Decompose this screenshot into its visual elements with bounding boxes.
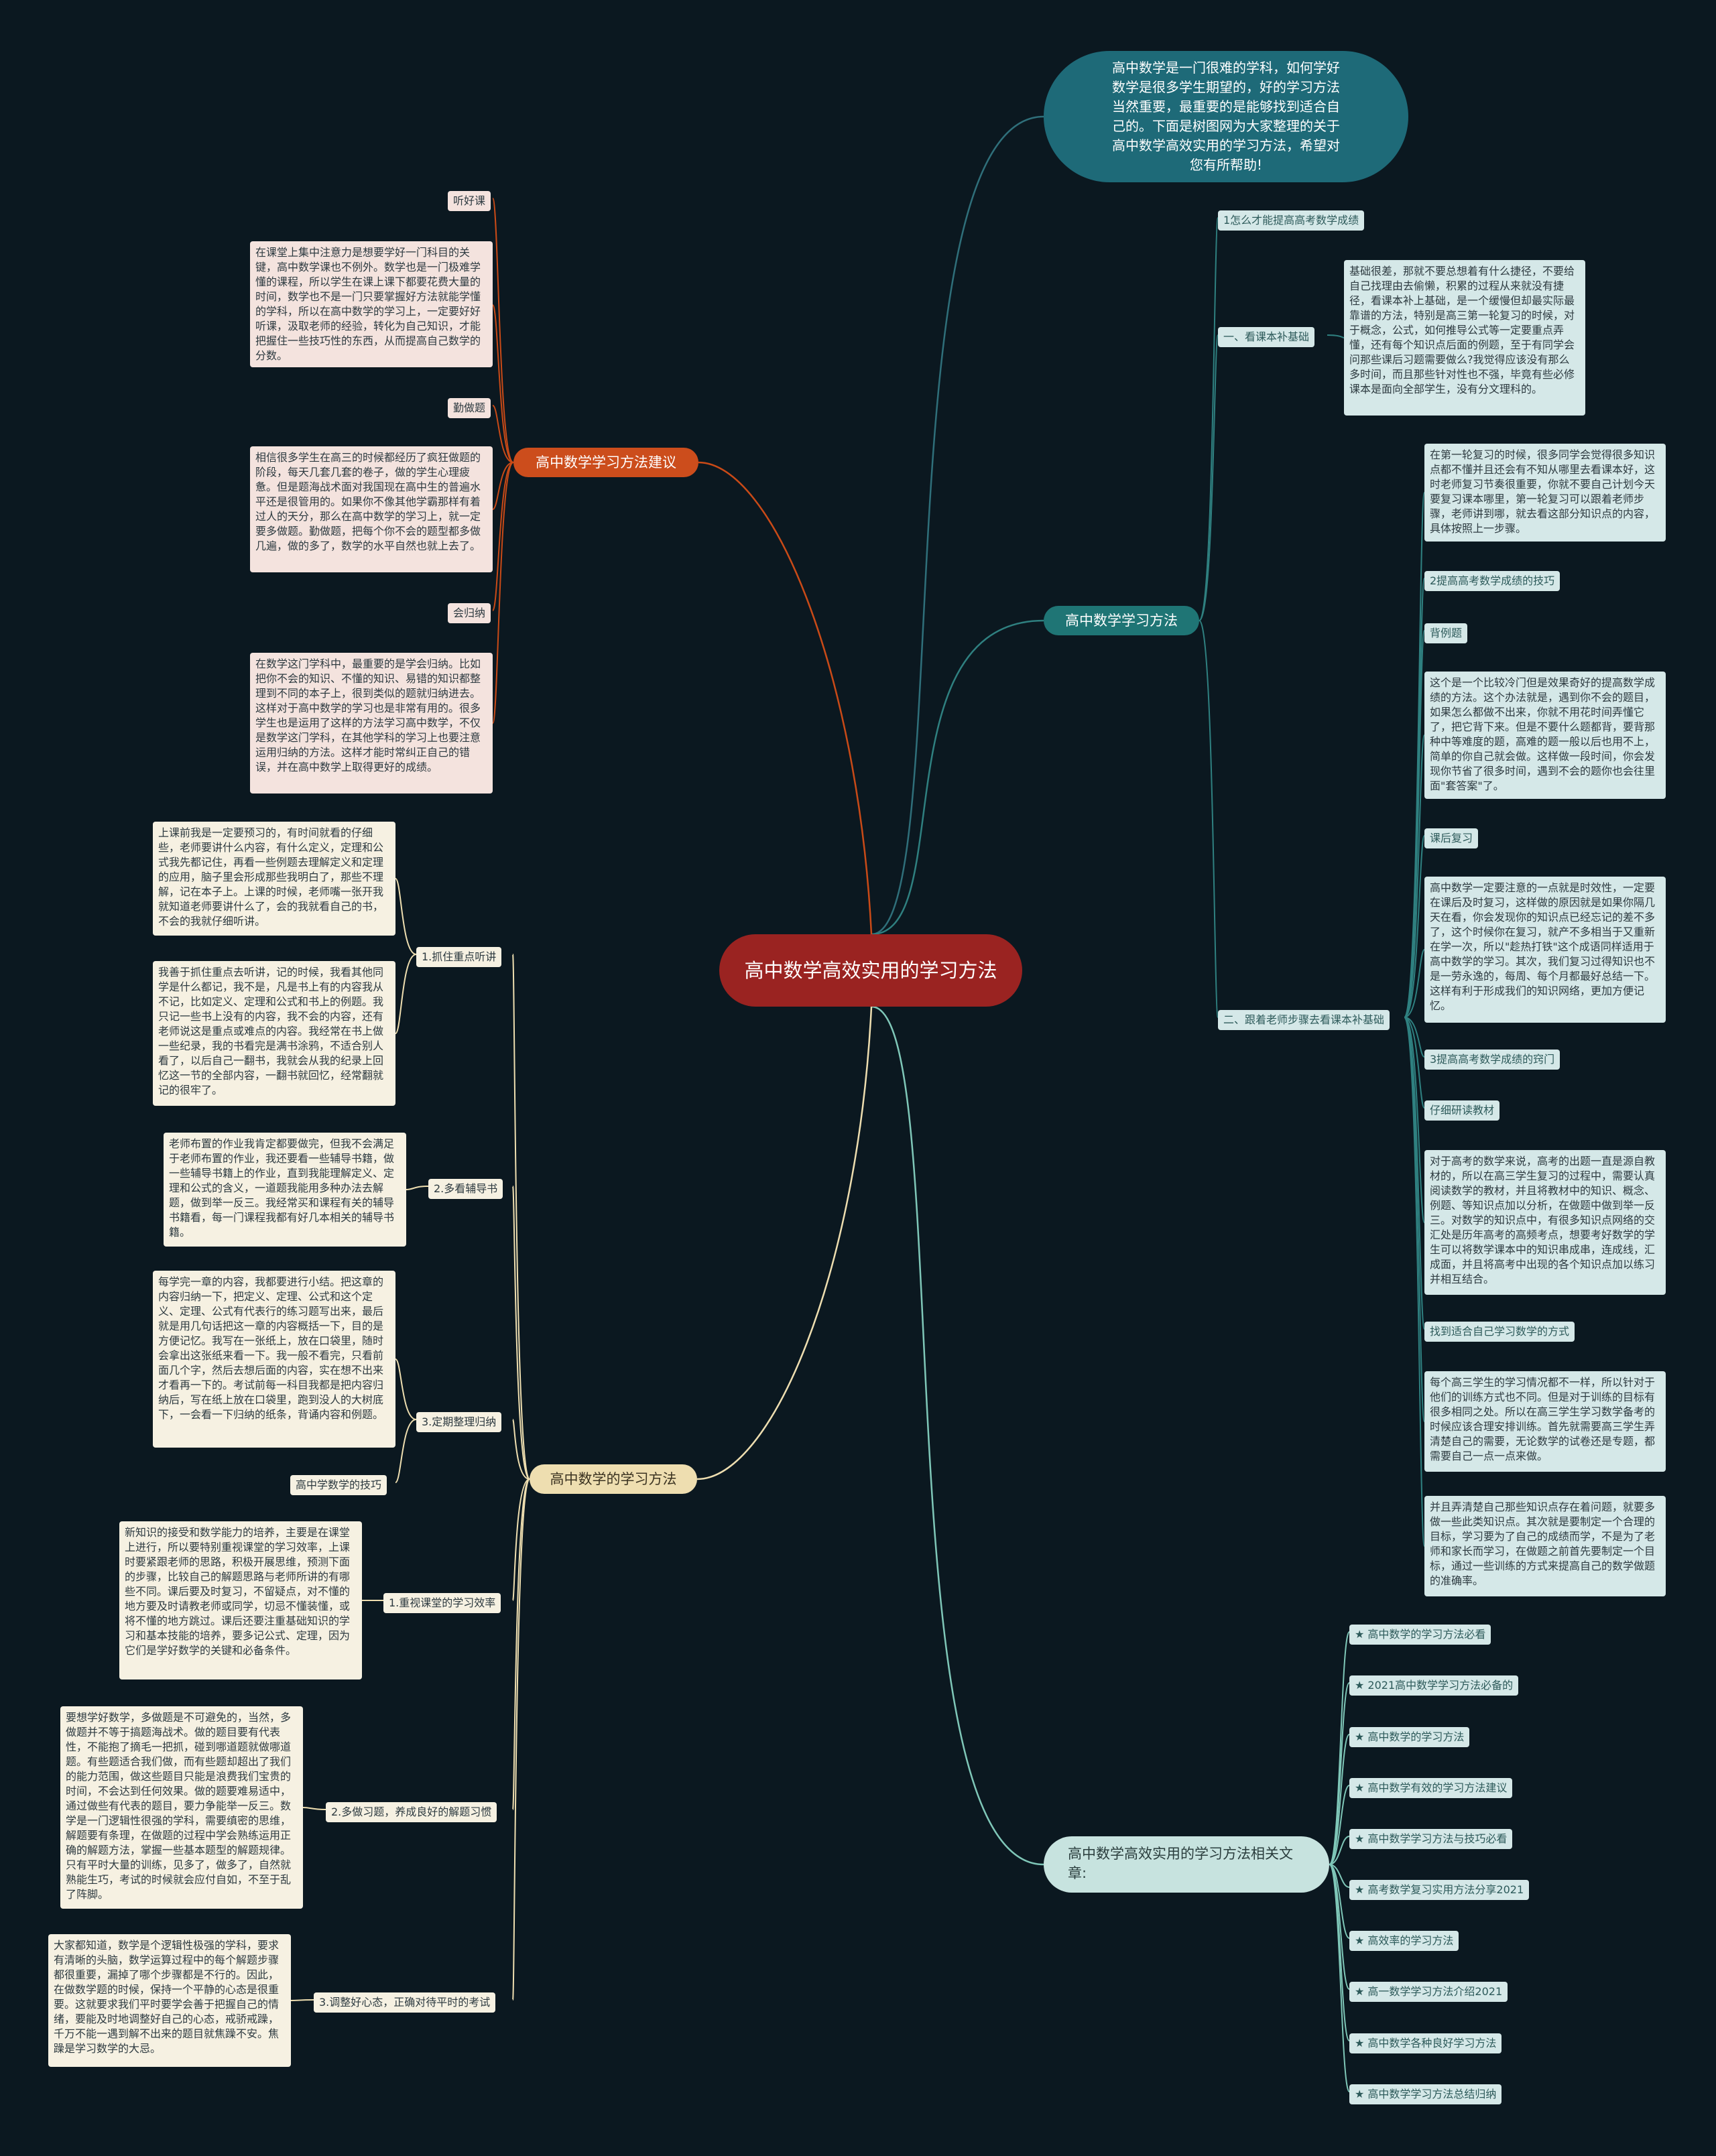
- text-textbook: 基础很差，那就不要总想着有什么捷径，不要给自己找理由去偷懒，积累的过程从来就没有…: [1344, 260, 1585, 416]
- connector-line: [512, 1186, 530, 1480]
- connector-line: [492, 405, 514, 463]
- connector-line: [1199, 620, 1219, 1018]
- connector-line: [1404, 835, 1425, 1018]
- text-key-points: 我善于抓住重点去听讲，记的时候，我看其他同学是什么都记，我不是，凡是书上有的内容…: [153, 961, 395, 1106]
- label-after-class-review[interactable]: 课后复习: [1424, 828, 1479, 848]
- connector-line: [1404, 735, 1425, 1018]
- connector-line: [406, 1186, 429, 1190]
- connector-line: [512, 1419, 530, 1480]
- label-math-skills[interactable]: 高中学数学的技巧: [290, 1475, 387, 1495]
- text-after-class-review: 高中数学一定要注意的一点就是时效性，一定要在课后及时复习，这样做的原因就是如果你…: [1424, 877, 1666, 1023]
- related-link-5[interactable]: ★ 高中数学学习方法与技巧必看: [1349, 1829, 1513, 1849]
- connector-line: [512, 1478, 530, 1810]
- text-mindset: 大家都知道，数学是个逻辑性极强的学科，要求有清晰的头脑，数学运算过程中的每个解题…: [48, 1934, 291, 2067]
- root-topic[interactable]: 高中数学高效实用的学习方法: [719, 934, 1022, 1007]
- connector-line: [1404, 949, 1425, 1018]
- text-find-method: 每个高三学生的学习情况都不一样，所以针对于他们的训练方式也不同。但是对于训练的目…: [1424, 1371, 1666, 1472]
- connector-line: [1404, 1017, 1425, 1223]
- label-periodic-summary[interactable]: 3.定期整理归纳: [416, 1412, 502, 1432]
- label-textbook[interactable]: 一、看课本补基础: [1218, 327, 1315, 347]
- connector-line: [512, 954, 530, 1480]
- connector-line: [1199, 334, 1219, 621]
- connector-line: [492, 304, 514, 463]
- intro-text: 高中数学是一门很难的学科，如何学好数学是很多学生期望的，好的学习方法当然重要，最…: [1112, 60, 1340, 173]
- text-set-goal: 并且弄清楚自己那些知识点存在着问题，就要多做一些此类知识点。其次就是要制定一个合…: [1424, 1496, 1666, 1596]
- connector-line: [1404, 1017, 1425, 1547]
- related-link-7[interactable]: ★ 高效率的学习方法: [1349, 1931, 1459, 1951]
- text-read-textbook: 对于高考的数学来说，高考的出题一直是源自教材的，所以在高三学生复习的过程中，需要…: [1424, 1150, 1666, 1295]
- connector-line: [1199, 217, 1219, 621]
- label-tips-2[interactable]: 2提高高考数学成绩的技巧: [1424, 571, 1560, 591]
- connector-line: [302, 1807, 326, 1810]
- connector-line: [395, 1419, 417, 1483]
- connector-line: [1404, 630, 1425, 1018]
- connector-line: [871, 619, 1044, 936]
- related-link-8[interactable]: ★ 高一数学学习方法介绍2021: [1349, 1982, 1508, 2002]
- related-link-9[interactable]: ★ 高中数学各种良好学习方法: [1349, 2033, 1502, 2053]
- related-link-10[interactable]: ★ 高中数学学习方法总结归纳: [1349, 2084, 1502, 2104]
- related-link-2[interactable]: ★ 2021高中数学学习方法必备的: [1349, 1675, 1519, 1696]
- label-follow-teacher[interactable]: 二、跟着老师步骤去看课本补基础: [1218, 1010, 1390, 1030]
- connector-line: [1327, 334, 1345, 338]
- related-link-3[interactable]: ★ 高中数学的学习方法: [1349, 1727, 1470, 1747]
- connector-line: [1329, 1785, 1350, 1865]
- text-periodic-summary: 每学完一章的内容，我都要进行小结。把这章的内容归纳一下，把定义、定理、公式和这个…: [153, 1271, 395, 1448]
- label-listen[interactable]: 听好课: [448, 191, 491, 211]
- connector-line: [512, 1478, 530, 2001]
- text-reference-books: 老师布置的作业我肯定都要做完，但我不会满足于老师布置的作业，我还要看一些辅导书籍…: [164, 1133, 406, 1247]
- connector-line: [492, 198, 514, 463]
- connector-line: [1404, 1017, 1425, 1422]
- related-link-4[interactable]: ★ 高中数学有效的学习方法建议: [1349, 1778, 1513, 1798]
- label-memorize-examples[interactable]: 背例题: [1424, 623, 1468, 643]
- connector-line: [395, 1358, 417, 1420]
- connector-line: [492, 462, 514, 611]
- label-practice-habits[interactable]: 2.多做习题，养成良好的解题习惯: [326, 1802, 497, 1822]
- label-mindset[interactable]: 3.调整好心态，正确对待平时的考试: [314, 1992, 496, 2013]
- label-class-efficiency[interactable]: 1.重视课堂的学习效率: [383, 1593, 501, 1613]
- connector-line: [871, 1005, 1044, 1866]
- connector-line: [395, 954, 417, 1034]
- text-class-efficiency: 新知识的接受和数学能力的培养，主要是在课堂上进行，所以要特别重视课堂的学习效率，…: [119, 1521, 362, 1679]
- label-reference-books[interactable]: 2.多看辅导书: [428, 1179, 503, 1199]
- root-title: 高中数学高效实用的学习方法: [744, 959, 997, 982]
- label-q1[interactable]: 1怎么才能提高高考数学成绩: [1218, 210, 1365, 231]
- connector-line: [1404, 1017, 1425, 1058]
- text-memorize-examples: 这个是一个比较冷门但是效果奇好的提高数学成绩的方法。这个办法就是，遇到你不会的题…: [1424, 672, 1666, 799]
- branch-study-tips[interactable]: 高中数学学习方法建议: [513, 448, 698, 477]
- connector-line: [1404, 1017, 1425, 1108]
- label-summarize[interactable]: 会归纳: [448, 603, 491, 623]
- connector-line: [492, 462, 514, 510]
- label-focus-listening[interactable]: 1.抓住重点听讲: [416, 947, 502, 967]
- intro-bubble[interactable]: 高中数学是一门很难的学科，如何学好数学是很多学生期望的，好的学习方法当然重要，最…: [1044, 51, 1408, 182]
- connector-line: [696, 1006, 873, 1480]
- connector-line: [1329, 1682, 1350, 1865]
- text-practice-habits: 要想学好数学，多做题是不可避免的，当然，多做题并不等于搞题海战术。做的题目要有代…: [60, 1706, 303, 1909]
- label-practice[interactable]: 勤做题: [448, 398, 491, 418]
- related-link-6[interactable]: ★ 高考数学复习实用方法分享2021: [1349, 1880, 1530, 1900]
- connector-line: [698, 461, 873, 935]
- text-preview: 上课前我是一定要预习的，有时间就看的仔细些，老师要讲什么内容，有什么定义，定理和…: [153, 822, 395, 936]
- connector-line: [492, 462, 514, 724]
- connector-line: [1329, 1734, 1350, 1865]
- branch-related-articles[interactable]: 高中数学高效实用的学习方法相关文章:: [1044, 1836, 1329, 1893]
- text-summarize: 在数学这门学科中，最重要的是学会归纳。比如把你不会的知识、不懂的知识、易错的知识…: [250, 653, 493, 794]
- connector-line: [1329, 1836, 1350, 1865]
- text-listen: 在课堂上集中注意力是想要学好一门科目的关键，高中数学课也不例外。数学也是一门极难…: [250, 241, 493, 367]
- text-practice: 相信很多学生在高三的时候都经历了疯狂做题的阶段，每天几套几套的卷子，做的学生心理…: [250, 446, 493, 572]
- label-find-method[interactable]: 找到适合自己学习数学的方式: [1424, 1322, 1575, 1342]
- connector-line: [512, 1478, 530, 1601]
- connector-line: [1404, 1017, 1425, 1330]
- connector-line: [290, 1999, 314, 2001]
- label-read-textbook[interactable]: 仔细研读教材: [1424, 1100, 1500, 1121]
- connector-line: [1329, 1864, 1350, 2092]
- text-first-review: 在第一轮复习的时候，很多同学会觉得很多知识点都不懂并且还会有不知从哪里去看课本好…: [1424, 444, 1666, 542]
- connector-line: [871, 115, 1044, 936]
- connector-line: [395, 878, 417, 955]
- related-link-1[interactable]: ★ 高中数学的学习方法必看: [1349, 1625, 1491, 1645]
- branch-learning-approach[interactable]: 高中数学的学习方法: [530, 1464, 697, 1494]
- branch-study-method[interactable]: 高中数学学习方法: [1044, 606, 1199, 635]
- label-tricks-3[interactable]: 3提高高考数学成绩的窍门: [1424, 1050, 1560, 1070]
